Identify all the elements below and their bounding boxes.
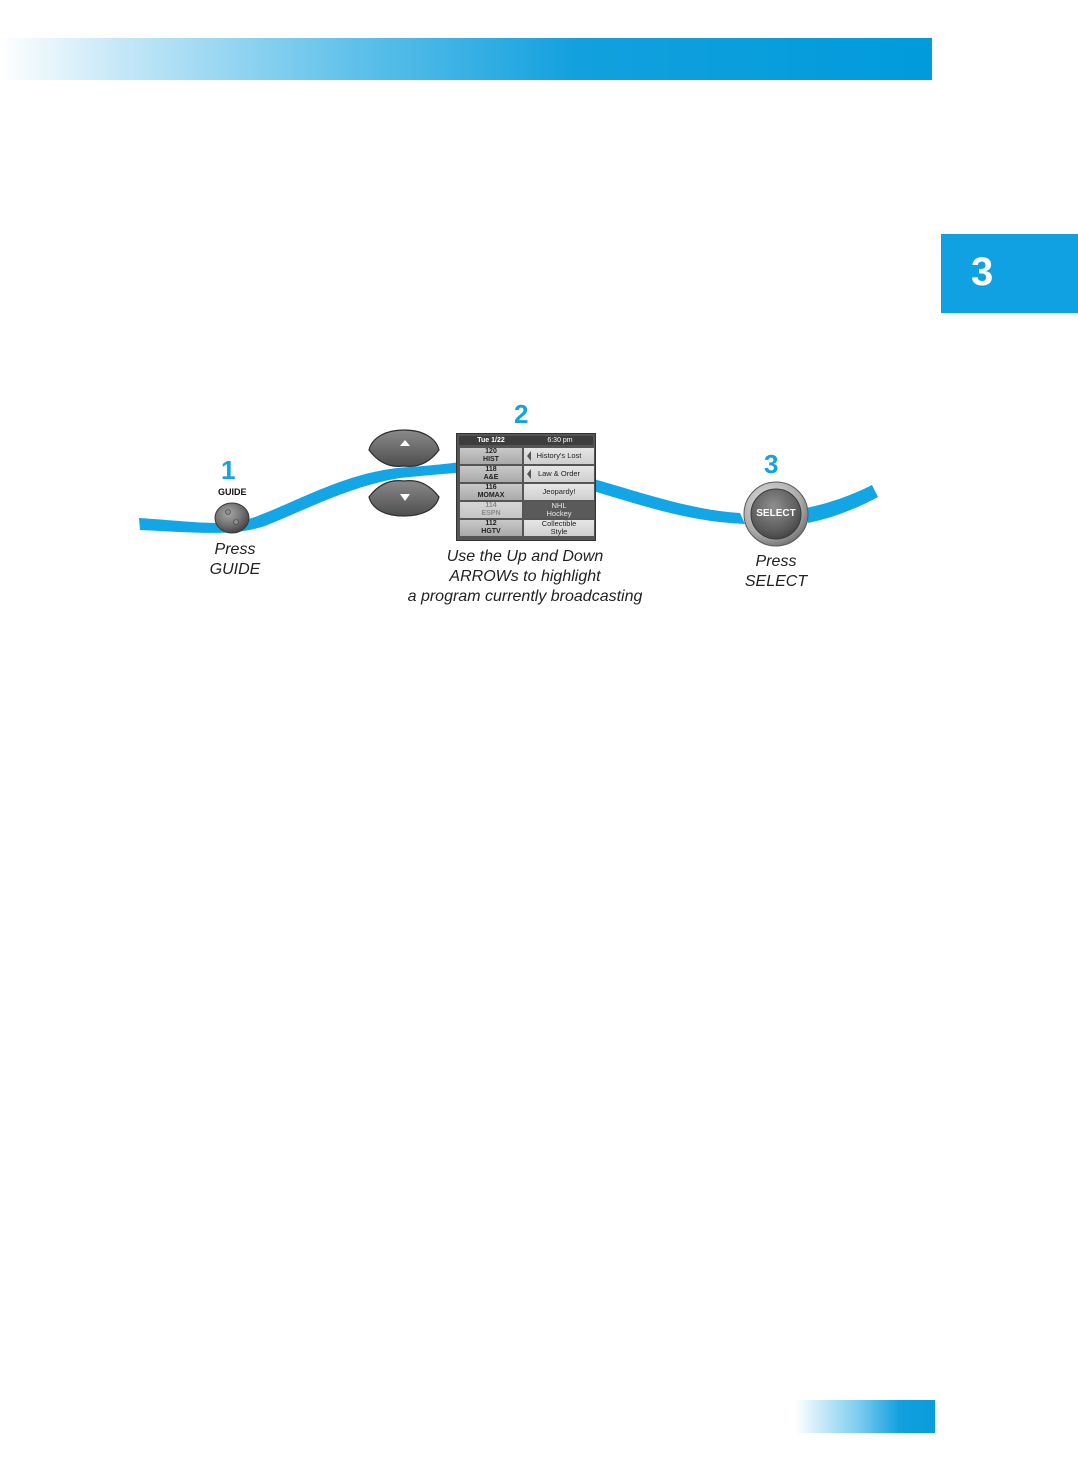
channel-number: 120	[460, 448, 522, 456]
guide-program-cell-highlighted: NHL Hockey	[524, 502, 594, 518]
guide-channel-cell: 118 A&E	[460, 466, 522, 482]
program-title-line2: Hockey	[524, 510, 594, 518]
channel-name: HIST	[460, 456, 522, 464]
guide-program-cell: Collectible Style	[524, 520, 594, 536]
wave-ribbon-end	[806, 485, 878, 523]
program-title: Jeopardy!	[543, 487, 576, 496]
step-1-caption-line2: GUIDE	[185, 560, 285, 580]
guide-time: 6:30 pm	[527, 436, 593, 445]
program-title-line2: Style	[524, 528, 594, 536]
step-1-number: 1	[221, 455, 235, 486]
channel-number: 112	[460, 520, 522, 528]
left-arrow-icon	[527, 451, 531, 461]
guide-date: Tue 1/22	[459, 436, 523, 445]
step-3-number: 3	[764, 449, 778, 480]
channel-name: ESPN	[460, 510, 522, 518]
program-guide-screen: Tue 1/22 6:30 pm 120 HIST History's Lost…	[456, 433, 596, 541]
step-2-number: 2	[514, 399, 528, 430]
step-3-caption-line1: Press	[726, 552, 826, 572]
guide-program-cell: Jeopardy!	[524, 484, 594, 500]
step-1-caption: Press GUIDE	[185, 540, 285, 580]
guide-button-label: GUIDE	[218, 487, 247, 497]
step-2-caption-line2: ARROWs to highlight	[380, 567, 670, 587]
channel-name: A&E	[460, 474, 522, 482]
guide-channel-cell: 112 HGTV	[460, 520, 522, 536]
left-arrow-icon	[527, 469, 531, 479]
program-title: History's Lost	[537, 451, 582, 460]
channel-name: MOMAX	[460, 492, 522, 500]
step-2-caption-line3: a program currently broadcasting	[380, 587, 670, 607]
channel-name: HGTV	[460, 528, 522, 536]
channel-number: 114	[460, 502, 522, 510]
select-button-label: SELECT	[744, 508, 808, 519]
guide-program-cell: Law & Order	[524, 466, 594, 482]
guide-button-graphic	[215, 503, 249, 533]
guide-channel-cell: 116 MOMAX	[460, 484, 522, 500]
program-title: Law & Order	[538, 469, 580, 478]
step-2-caption-line1: Use the Up and Down	[380, 547, 670, 567]
step-3-caption: Press SELECT	[726, 552, 826, 592]
guide-header: Tue 1/22 6:30 pm	[459, 436, 593, 445]
channel-number: 116	[460, 484, 522, 492]
guide-program-cell: History's Lost	[524, 448, 594, 464]
step-2-caption: Use the Up and Down ARROWs to highlight …	[380, 547, 670, 607]
guide-channel-cell: 120 HIST	[460, 448, 522, 464]
down-arrow-button	[369, 481, 439, 516]
up-arrow-button	[369, 430, 439, 466]
wave-ribbon-right	[590, 478, 745, 524]
footer-gradient-bar	[795, 1400, 935, 1433]
guide-channel-cell: 114 ESPN	[460, 502, 522, 518]
step-1-caption-line1: Press	[185, 540, 285, 560]
step-3-caption-line2: SELECT	[726, 572, 826, 592]
channel-number: 118	[460, 466, 522, 474]
